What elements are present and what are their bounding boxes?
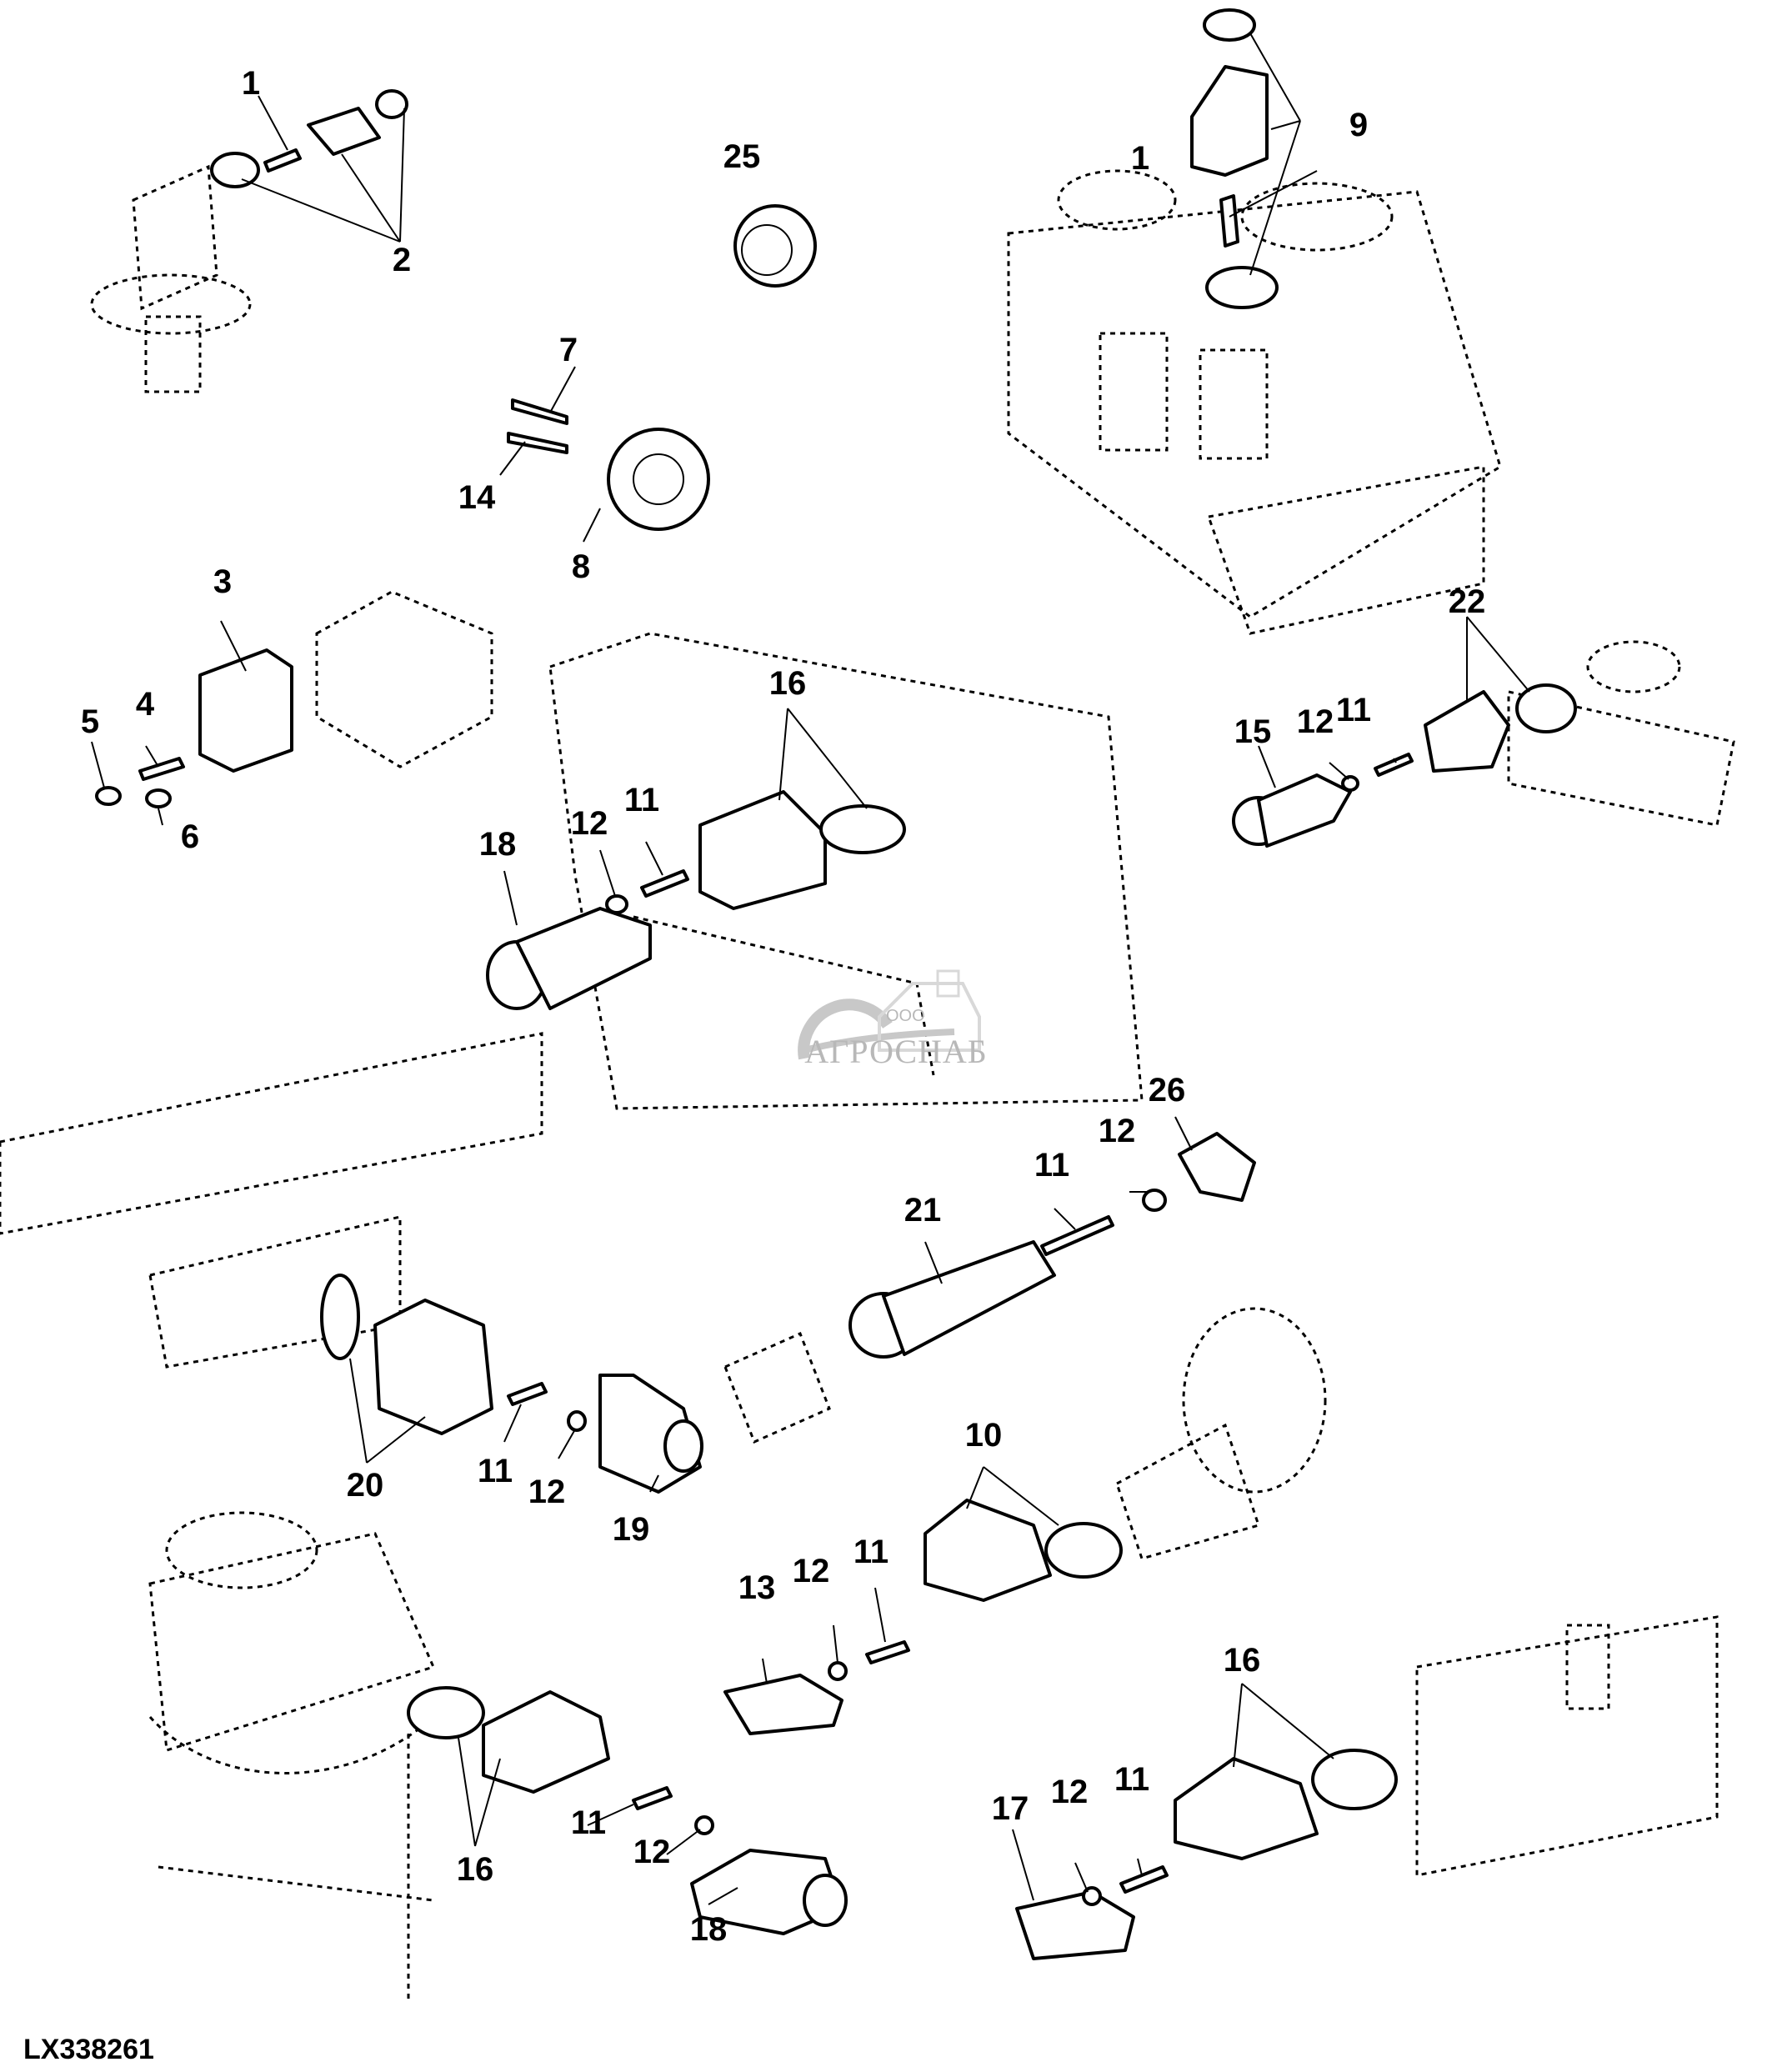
callout-20: 20 — [346, 1467, 384, 1504]
part-11-12-terminals-left — [507, 1382, 587, 1432]
callout-19: 19 — [612, 1511, 650, 1548]
callout-18: 18 — [689, 1911, 728, 1948]
callout-11: 11 — [477, 1453, 513, 1489]
part-13-lock — [723, 1674, 843, 1735]
callout-3: 3 — [213, 563, 233, 600]
callout-13: 13 — [738, 1569, 776, 1606]
callout-12: 12 — [528, 1474, 566, 1510]
part-26-lock — [1178, 1132, 1256, 1202]
callout-7: 7 — [558, 332, 578, 368]
callout-11: 11 — [1114, 1761, 1150, 1798]
part-16-connector-bottom-left — [407, 1686, 610, 1794]
part-4-5-6-terminals — [95, 757, 185, 808]
part-9-connector-stack — [1190, 8, 1279, 309]
callout-2: 2 — [392, 242, 412, 278]
part-1-terminal — [263, 148, 302, 173]
watermark-prefix: ООО — [886, 1007, 925, 1025]
part-15-boot — [1232, 773, 1352, 848]
figure-id: LX338261 — [23, 2034, 154, 2065]
callout-11: 11 — [623, 782, 660, 818]
callout-12: 12 — [1098, 1113, 1136, 1149]
callout-12: 12 — [633, 1834, 671, 1870]
part-16-connector-bottom-right — [1174, 1749, 1398, 1860]
callout-8: 8 — [571, 548, 591, 585]
callout-10: 10 — [964, 1417, 1003, 1454]
gear-tractor-icon — [798, 969, 981, 1060]
callout-9: 9 — [1349, 107, 1369, 143]
leader-lines — [91, 33, 1530, 1905]
callout-11: 11 — [853, 1534, 889, 1570]
callout-11: 11 — [570, 1804, 607, 1841]
ghost-bracket-right — [1507, 640, 1735, 827]
callout-21: 21 — [904, 1192, 942, 1229]
ghost-valve-block-top-right — [1007, 169, 1502, 635]
callout-12: 12 — [570, 805, 608, 842]
callout-1: 1 — [241, 65, 261, 102]
ghost-valve-bottom-right — [1415, 1615, 1719, 1877]
part-21-connector — [848, 1240, 1056, 1359]
part-11-12-terminals-mid — [1040, 1189, 1167, 1256]
part-20-connector — [320, 1274, 493, 1435]
part-10-connector — [924, 1499, 1123, 1602]
part-11-12-terminals-right — [1341, 753, 1414, 792]
part-11-12-terminals-b3 — [1082, 1865, 1169, 1906]
callout-11: 11 — [1335, 692, 1372, 728]
ghost-valve-bottom-left — [148, 1511, 436, 2000]
part-18-boot-bottom — [690, 1849, 848, 1935]
watermark-name: АГРОСНАБ — [804, 1033, 988, 1070]
callout-1: 1 — [1130, 140, 1150, 177]
part-22-connector — [1424, 683, 1577, 773]
callout-16: 16 — [456, 1851, 494, 1888]
callout-16: 16 — [1223, 1642, 1261, 1679]
ghost-connector-mid — [723, 1331, 831, 1444]
part-18-boot-top — [486, 907, 652, 1010]
callout-15: 15 — [1234, 713, 1272, 750]
callout-5: 5 — [80, 703, 100, 740]
watermark-logo: ООО АГРОСНАБ — [788, 967, 1004, 1092]
ghost-block-3 — [315, 590, 493, 768]
part-11-12-terminals-top — [605, 869, 689, 914]
part-3-connector — [198, 648, 293, 773]
part-25-round-connector — [733, 204, 817, 288]
part-11-12-terminals-b2 — [632, 1786, 714, 1835]
callout-6: 6 — [180, 818, 200, 855]
callout-12: 12 — [792, 1553, 830, 1589]
callout-12: 12 — [1296, 703, 1334, 740]
callout-26: 26 — [1148, 1072, 1186, 1109]
part-16-connector-top — [698, 790, 906, 910]
part-11-12-terminals-b1 — [828, 1640, 910, 1681]
part-8-round-connector — [507, 398, 710, 531]
part-2-connector — [210, 89, 408, 188]
ghost-frame-left — [0, 1032, 543, 1369]
callout-12: 12 — [1050, 1774, 1089, 1810]
part-19-boot — [598, 1374, 703, 1494]
callout-25: 25 — [723, 138, 761, 175]
callout-11: 11 — [1034, 1147, 1070, 1184]
callout-17: 17 — [991, 1790, 1029, 1827]
ghost-cylinder-mid-right — [1115, 1307, 1327, 1560]
callout-22: 22 — [1448, 583, 1486, 620]
callout-18: 18 — [478, 826, 517, 863]
callout-14: 14 — [458, 479, 496, 516]
ghost-sensor-top-left — [90, 164, 252, 393]
callout-16: 16 — [768, 665, 807, 702]
part-17-lock — [1015, 1890, 1135, 1960]
callout-4: 4 — [135, 686, 155, 723]
